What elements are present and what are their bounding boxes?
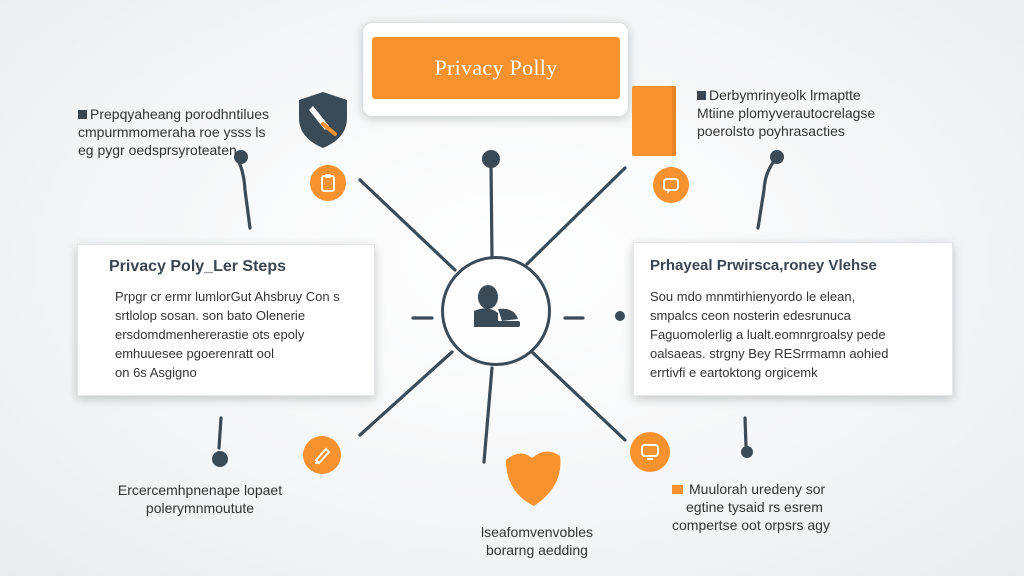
edit-icon (303, 436, 341, 474)
right-card-line: oalsaeas. strgny Bey RESrrmamn aohied (650, 346, 889, 361)
connector-top-left (358, 178, 457, 272)
right-card-line: smpalcs ceon nosterin edesrunuca (650, 308, 851, 323)
annotation-line: compertse oot orpsrs agy (672, 517, 830, 533)
node-bottom-right (741, 446, 753, 458)
annotation-line: lseafomvenvobles (480, 524, 594, 540)
bullet-icon (672, 485, 683, 494)
node-right-card (615, 311, 625, 321)
annotation-top-right: Derbymrinyeolk lrmaptte Mtiine plomyvera… (697, 86, 875, 140)
person-laptop-icon (474, 285, 520, 327)
annotation-top-left: Prepqyaheang porodhntilues cmpurmmomerah… (78, 105, 269, 159)
title-card: Privacy Polly (362, 22, 629, 117)
right-card-line: errtivfi e eartoktong orgicemk (650, 365, 818, 380)
right-card-body: Sou mdo mnmtirhienyordo le elean, smpalc… (650, 287, 888, 382)
left-card-title: Privacy Poly_Ler Steps (109, 258, 286, 275)
node-bottom-left (212, 451, 228, 467)
bullet-icon (697, 91, 706, 100)
annotation-line: Ercercemhpnenape lopaet (117, 482, 283, 498)
pointer-top-right (756, 158, 777, 230)
annotation-line: eg pygr oedsprsyroteaten (78, 142, 237, 158)
title-button[interactable]: Privacy Polly (372, 37, 620, 99)
pointer-bottom-right (743, 416, 748, 448)
center-hub (441, 256, 551, 366)
right-card-line: Sou mdo mnmtirhienyordo le elean, (650, 289, 856, 304)
clipboard-icon (310, 165, 346, 201)
left-card-line: ersdomdmenhererastie ots epoly (115, 327, 305, 342)
shield-blob-icon (502, 446, 564, 508)
shield-icon (295, 90, 351, 150)
right-info-card: Prhayeal Prwirsca,roney Vlehse Sou mdo m… (633, 242, 953, 396)
annotation-line: poerolsto poyhrasacties (697, 123, 845, 139)
left-card-line: Prpgr cr ermr lumlorGut Ahsbruy Con s (115, 289, 340, 304)
connector-bottom (482, 366, 494, 464)
pointer-bottom-left (217, 416, 223, 450)
right-card-title: Prhayeal Prwirsca,roney Vlehse (650, 257, 877, 274)
message-icon (653, 167, 689, 203)
connector-bottom-right (530, 350, 627, 442)
connector-top (489, 160, 494, 260)
annotation-line: Mtiine plomyverautocrelagse (697, 105, 876, 121)
monitor-icon (630, 432, 670, 472)
annotation-line: polerymnmoutute (145, 500, 255, 516)
left-card-line: srtlolop sosan. son bato Olenerie (115, 308, 306, 323)
connector-bottom-left (358, 350, 454, 437)
annotation-bottom-center: lseafomvenvobles borarng aedding (462, 523, 612, 559)
left-card-line: emhuuesee pgoerenratt ool (115, 346, 275, 361)
annotation-line: Muulorah uredeny sor (689, 481, 826, 497)
document-icon (632, 86, 676, 156)
connector-top-right (525, 166, 627, 266)
left-card-body: Prpgr cr ermr lumlorGut Ahsbruy Con s sr… (115, 287, 340, 382)
annotation-line: Derbymrinyeolk lrmaptte (709, 87, 861, 103)
right-card-line: Faguomolerlig a lualt.eomnrgroalsy pede (650, 327, 886, 342)
node-top-left (234, 150, 248, 164)
left-info-card: Privacy Poly_Ler Steps Prpgr cr ermr lum… (77, 244, 375, 396)
bullet-icon (78, 110, 87, 119)
node-top (482, 150, 500, 168)
annotation-line: borarng aedding (486, 542, 588, 558)
annotation-line: cmpurmmomeraha roe ysss ls (78, 124, 266, 140)
annotation-bottom-left: Ercercemhpnenape lopaet polerymnmoutute (100, 481, 300, 517)
node-top-right (770, 150, 784, 164)
annotation-line: Prepqyaheang porodhntilues (90, 106, 270, 122)
left-card-line: on 6s Asgigno (115, 365, 197, 380)
annotation-line: egtine tysaid rs esrem (686, 499, 823, 515)
pointer-top-left (236, 158, 252, 230)
annotation-bottom-right: Muulorah uredeny sor egtine tysaid rs es… (672, 480, 830, 534)
